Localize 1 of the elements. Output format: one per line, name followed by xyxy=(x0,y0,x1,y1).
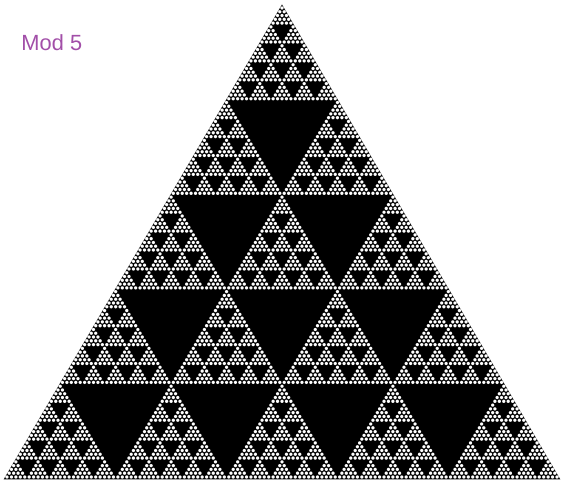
title: Mod 5 xyxy=(23,34,82,50)
